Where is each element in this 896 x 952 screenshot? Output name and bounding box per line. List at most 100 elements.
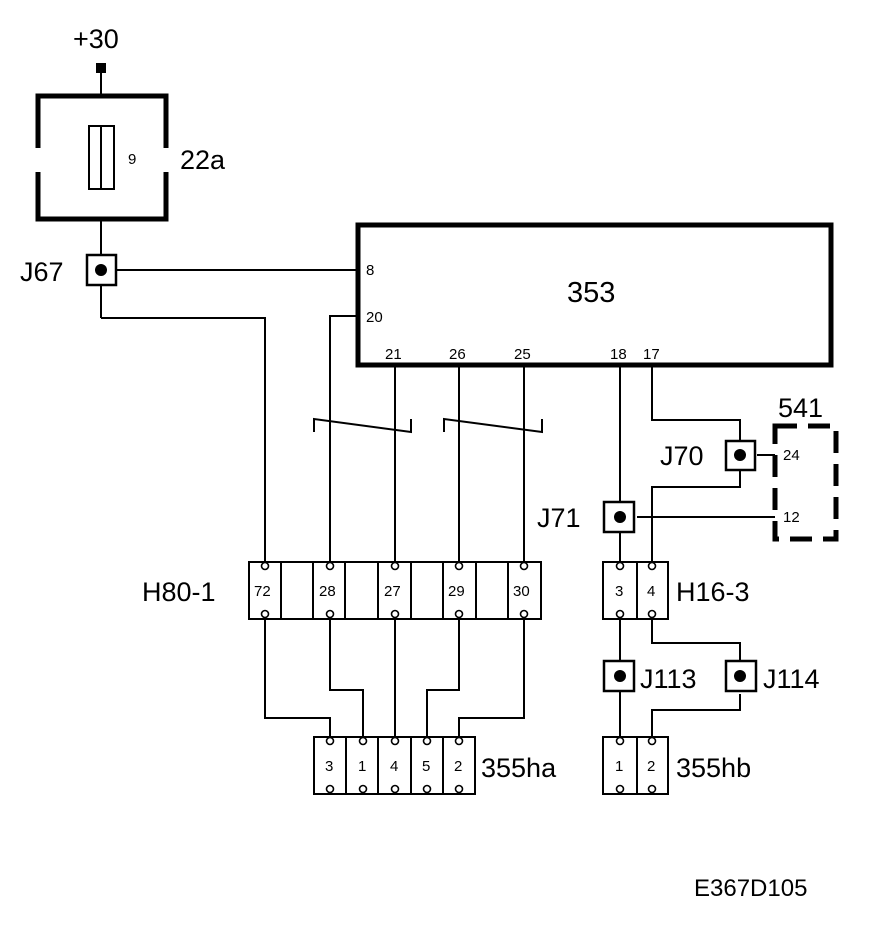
wire-j70-h16-4 bbox=[651, 468, 741, 566]
connector-h80-label: H80-1 bbox=[142, 577, 216, 607]
h80-hole bbox=[519, 609, 529, 619]
h80-hole bbox=[519, 561, 529, 571]
h80-pin-label: 29 bbox=[448, 583, 465, 600]
connector-355hb: 1 2 bbox=[602, 736, 669, 795]
unit-541-label: 541 bbox=[778, 393, 823, 423]
fuse-box-22a: 9 bbox=[33, 93, 171, 222]
connector-355ha: 3 1 4 5 2 bbox=[313, 736, 476, 795]
connector-h80-1: 72 28 27 29 30 bbox=[248, 561, 542, 620]
c355ha-pin-label: 2 bbox=[454, 758, 462, 775]
h16-hole bbox=[647, 609, 657, 619]
wire-ecu17-j70 bbox=[651, 366, 741, 442]
unit-541-pin-24: 24 bbox=[783, 447, 800, 464]
h80-pin-label: 28 bbox=[319, 583, 336, 600]
c355ha-pin-label: 3 bbox=[325, 758, 333, 775]
c355ha-hole bbox=[325, 784, 335, 794]
c355ha-cell bbox=[313, 736, 347, 795]
c355ha-hole bbox=[422, 784, 432, 794]
c355ha-hole bbox=[358, 736, 368, 746]
c355hb-hole bbox=[647, 736, 657, 746]
connector-h16-label: H16-3 bbox=[676, 577, 750, 607]
c355ha-pin-label: 5 bbox=[422, 758, 430, 775]
junction-j70-label: J70 bbox=[660, 441, 704, 471]
junction-j114-node bbox=[734, 670, 746, 682]
junction-j114 bbox=[724, 659, 758, 693]
ecu-pin-21: 21 bbox=[385, 346, 402, 363]
h80-hole bbox=[390, 609, 400, 619]
h16-pin-label: 3 bbox=[615, 583, 623, 600]
wire-h80-29-355ha-5 bbox=[426, 618, 460, 740]
ecu-outline bbox=[355, 222, 834, 368]
fuse-id-label: 22a bbox=[180, 145, 226, 175]
junction-j71 bbox=[602, 500, 636, 534]
fuse-pin-label: 9 bbox=[128, 151, 136, 168]
c355ha-hole bbox=[454, 736, 464, 746]
h80-hole bbox=[325, 609, 335, 619]
h80-cell-30 bbox=[507, 561, 542, 620]
junction-j70-node bbox=[734, 449, 746, 461]
h80-pin-label: 27 bbox=[384, 583, 401, 600]
h80-hole bbox=[260, 561, 270, 571]
junction-j67-label: J67 bbox=[20, 257, 64, 287]
twisted-pair-marker-1 bbox=[313, 417, 412, 434]
c355hb-hole bbox=[615, 784, 625, 794]
h80-cell-29 bbox=[442, 561, 477, 620]
c355ha-pin-label: 4 bbox=[390, 758, 398, 775]
h16-hole bbox=[615, 561, 625, 571]
ecu-pin-17: 17 bbox=[643, 346, 660, 363]
connector-355hb-label: 355hb bbox=[676, 753, 751, 783]
junction-j113-label: J113 bbox=[640, 664, 697, 694]
junction-j113 bbox=[602, 659, 636, 693]
wire-h16-4-j114 bbox=[651, 618, 741, 660]
ecu-pin-26: 26 bbox=[449, 346, 466, 363]
h80-cell-28 bbox=[312, 561, 346, 620]
c355ha-hole bbox=[422, 736, 432, 746]
wire-j67-h80-72 bbox=[101, 317, 266, 566]
junction-j113-node bbox=[614, 670, 626, 682]
c355hb-hole bbox=[615, 736, 625, 746]
ecu-pin-25: 25 bbox=[514, 346, 531, 363]
unit-541: 24 12 bbox=[772, 423, 839, 542]
wire-h80-72-355ha-3 bbox=[264, 618, 331, 740]
supply-label: +30 bbox=[73, 24, 119, 54]
wire-h80-30-355ha-2 bbox=[458, 618, 525, 740]
twisted-pair-marker-2 bbox=[443, 417, 543, 434]
wire-h80-28-355ha-1 bbox=[329, 618, 364, 740]
c355hb-hole bbox=[647, 784, 657, 794]
h80-pin-label: 72 bbox=[254, 583, 271, 600]
h80-cell-blank-4 bbox=[475, 561, 509, 620]
c355hb-pin-label: 2 bbox=[647, 758, 655, 775]
c355ha-hole bbox=[390, 784, 400, 794]
h16-hole bbox=[647, 561, 657, 571]
c355ha-hole bbox=[454, 784, 464, 794]
h80-hole bbox=[260, 609, 270, 619]
c355ha-hole bbox=[325, 736, 335, 746]
unit-541-outline bbox=[772, 423, 839, 542]
fuse-box-gap-right bbox=[161, 148, 171, 172]
wires bbox=[100, 68, 775, 740]
c355hb-pin-label: 1 bbox=[615, 758, 623, 775]
fuse-box-gap-left bbox=[33, 148, 43, 172]
unit-541-pin-12: 12 bbox=[783, 509, 800, 526]
h80-cell-blank-3 bbox=[410, 561, 444, 620]
ecu-id-label: 353 bbox=[567, 277, 615, 309]
junction-j67-node bbox=[95, 264, 107, 276]
c355ha-pin-label: 1 bbox=[358, 758, 366, 775]
h80-pin-label: 30 bbox=[513, 583, 530, 600]
h80-hole bbox=[454, 609, 464, 619]
h80-hole bbox=[325, 561, 335, 571]
h80-cell-blank-2 bbox=[344, 561, 379, 620]
h80-cell-72 bbox=[248, 561, 282, 620]
c355ha-hole bbox=[390, 736, 400, 746]
figure-code: E367D105 bbox=[694, 875, 807, 902]
h16-hole bbox=[615, 609, 625, 619]
junction-j71-node bbox=[614, 511, 626, 523]
ecu-pin-18: 18 bbox=[610, 346, 627, 363]
ecu-353: 353 8 20 21 26 25 18 17 bbox=[355, 222, 834, 368]
ecu-pin-8: 8 bbox=[366, 262, 374, 279]
wire-j114-355hb-2 bbox=[651, 694, 741, 740]
h80-hole bbox=[454, 561, 464, 571]
ecu-pin-20: 20 bbox=[366, 309, 383, 326]
junction-j71-label: J71 bbox=[537, 503, 581, 533]
